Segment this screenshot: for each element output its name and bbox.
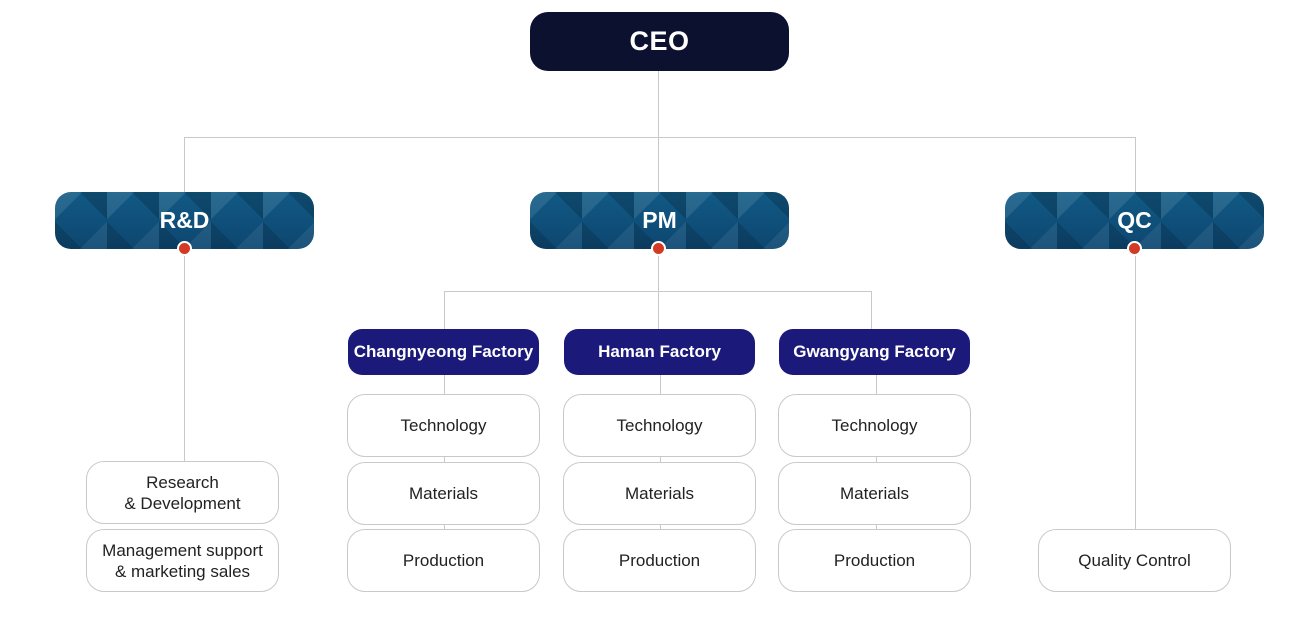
dept-qc-label: QC [1117,207,1152,233]
factory-unit-box: Production [563,529,756,592]
factory-unit-label: Materials [409,484,478,503]
factory-gwangyang: Gwangyang Factory [779,329,970,375]
factory-unit-label: Technology [400,416,487,435]
ceo-label: CEO [629,26,690,56]
factory-unit-box: Production [778,529,971,592]
dept-qc-node: QC [1005,192,1264,249]
dept-rd-label: R&D [159,207,210,233]
factory-label: Haman Factory [598,342,721,361]
factory-label: Gwangyang Factory [793,342,956,361]
factory-unit-label: Production [402,551,485,570]
ceo-node: CEO [530,12,789,71]
dept-pm-node: PM [530,192,789,249]
factory-unit-label: Technology [616,416,703,435]
qc-connector-dot [1127,241,1142,256]
factory-unit-label: Materials [840,484,909,503]
factory-label: Changnyeong Factory [353,342,534,361]
dept-pm-label: PM [642,207,677,233]
factory-unit-box: Materials [778,462,971,525]
factory-haman: Haman Factory [564,329,755,375]
pm-connector-dot [651,241,666,256]
rd-connector-dot [177,241,192,256]
rd-unit-management: Management support & marketing sales [86,529,279,592]
factory-unit-label: Technology [831,416,918,435]
rd-unit-label: Research & Development [124,472,241,513]
factory-unit-box: Technology [778,394,971,457]
factory-unit-label: Materials [625,484,694,503]
qc-unit-label: Quality Control [1078,551,1191,570]
qc-unit-quality-control: Quality Control [1038,529,1231,592]
rd-unit-label: Management support & marketing sales [102,540,263,581]
factory-unit-box: Materials [347,462,540,525]
dept-rd-node: R&D [55,192,314,249]
factory-unit-box: Materials [563,462,756,525]
rd-unit-research: Research & Development [86,461,279,524]
factory-changnyeong: Changnyeong Factory [348,329,539,375]
factory-unit-label: Production [833,551,916,570]
factory-unit-box: Technology [563,394,756,457]
factory-unit-box: Production [347,529,540,592]
factory-unit-box: Technology [347,394,540,457]
factory-unit-label: Production [618,551,701,570]
